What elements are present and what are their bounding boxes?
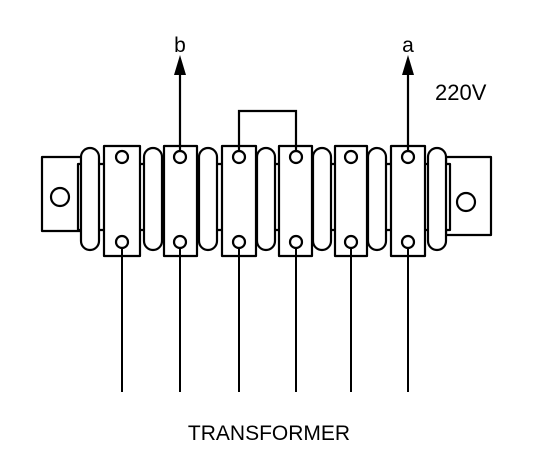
terminal-screw [233, 151, 245, 163]
diagram-caption: TRANSFORMER [188, 422, 350, 445]
terminal-screw [402, 151, 414, 163]
left-mounting-hole [51, 188, 69, 206]
terminal-screw [345, 151, 357, 163]
terminal-a-label: a [402, 34, 414, 57]
voltage-label: 220V [435, 80, 487, 105]
terminal-screw [290, 236, 302, 248]
left-mounting-ear [42, 157, 82, 231]
terminal-2 [164, 146, 197, 256]
terminal-screw [174, 236, 186, 248]
right-mounting-hole [457, 193, 475, 211]
terminal-screw [402, 236, 414, 248]
lead-a-arrow-icon [402, 55, 414, 75]
terminal-screw [174, 151, 186, 163]
terminal-1 [104, 146, 140, 256]
terminal-screw [345, 236, 357, 248]
terminal-6 [391, 146, 425, 256]
terminal-screw [233, 236, 245, 248]
transformer-wires [122, 248, 408, 392]
terminal-screw [290, 151, 302, 163]
terminal-b-label: b [174, 34, 186, 57]
terminal-3 [222, 146, 256, 256]
terminal-screw [116, 236, 128, 248]
terminal-block [42, 146, 491, 256]
terminal-5 [335, 146, 367, 256]
terminal-4 [279, 146, 312, 256]
lead-b-arrow-icon [174, 55, 186, 75]
right-mounting-ear [446, 157, 491, 235]
terminal-screw [116, 151, 128, 163]
